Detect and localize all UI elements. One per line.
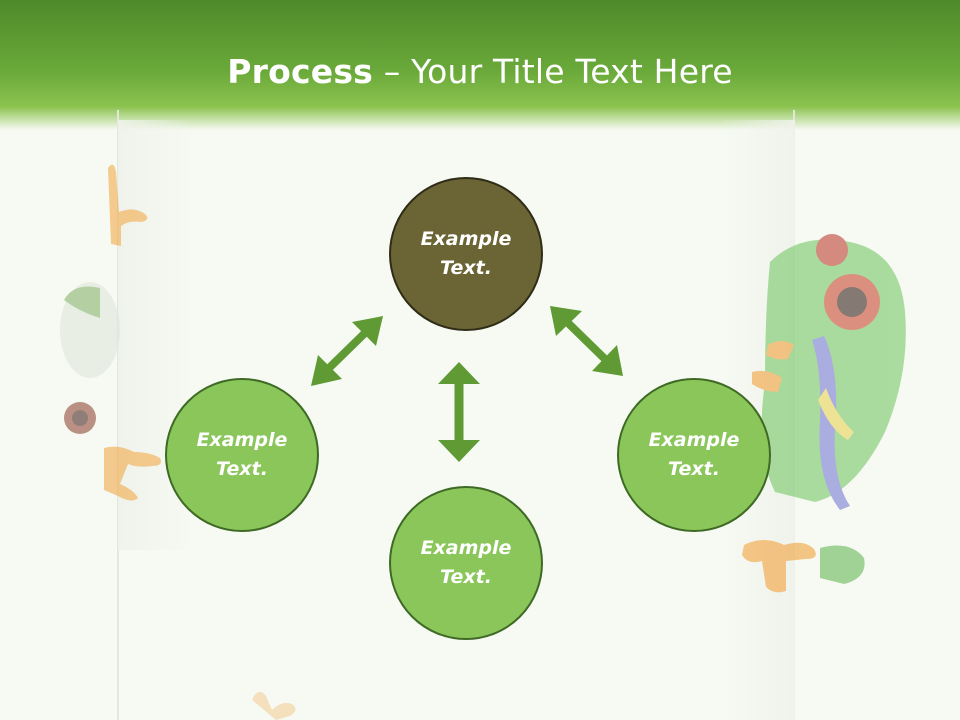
- title-bold: Process: [227, 52, 374, 91]
- slide-title: Process – Your Title Text Here: [0, 52, 960, 91]
- process-node-top: Example Text.: [389, 177, 543, 331]
- node-bottom-line2: Text.: [440, 566, 492, 588]
- node-left-line1: Example: [196, 429, 288, 451]
- node-right-line2: Text.: [668, 458, 720, 480]
- double-arrow-vertical: [438, 362, 480, 462]
- double-arrow-top-right: [550, 306, 623, 376]
- right-frog-image: [742, 234, 906, 593]
- node-right-line1: Example: [648, 429, 740, 451]
- node-bottom-line1: Example: [420, 537, 512, 559]
- title-rest: – Your Title Text Here: [373, 52, 733, 91]
- node-left-line2: Text.: [216, 458, 268, 480]
- process-node-bottom: Example Text.: [389, 486, 543, 640]
- node-top-line1: Example: [420, 228, 512, 250]
- title-banner: [0, 0, 960, 130]
- double-arrow-top-left: [311, 316, 383, 386]
- left-frog-image: [60, 164, 161, 501]
- process-node-left: Example Text.: [165, 378, 319, 532]
- process-node-right: Example Text.: [617, 378, 771, 532]
- bottom-frog-foot-image: [252, 691, 296, 720]
- node-top-line2: Text.: [440, 257, 492, 279]
